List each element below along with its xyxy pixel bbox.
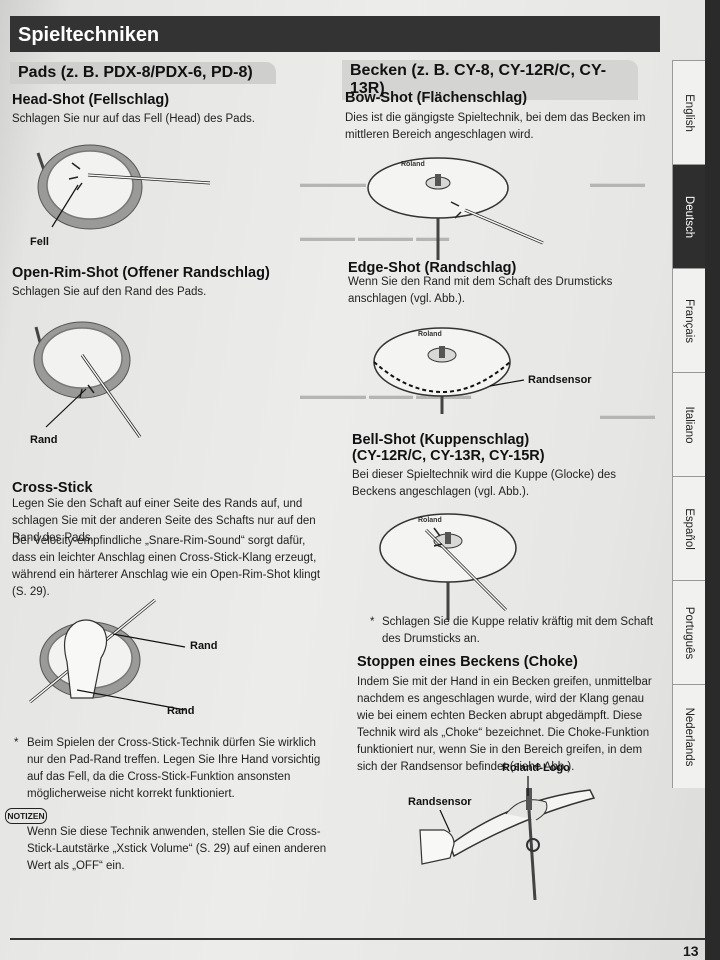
brand-logo: Roland [418, 517, 442, 524]
background-edge [705, 0, 720, 960]
head-shot-label: Fell [30, 236, 49, 248]
show-through: ▬▬▬▬▬ [600, 410, 655, 422]
edge-shot-text: Wenn Sie den Rand mit dem Schaft des Dru… [348, 276, 613, 305]
edge-shot-label: Randsensor [528, 374, 592, 386]
bell-shot-subtitle: (CY-12R/C, CY-13R, CY-15R) [352, 448, 545, 464]
tab-espanol[interactable]: Español [672, 476, 705, 580]
page-title: Spieltechniken [10, 16, 660, 52]
cross-stick-label-bottom: Rand [167, 705, 195, 717]
cross-stick-text-2: Der Velocity-empfindliche „Snare-Rim-Sou… [12, 535, 321, 598]
edge-shot-title: Edge-Shot (Randschlag) [348, 260, 517, 276]
cross-stick-label-top: Rand [190, 640, 218, 652]
language-tabs: English Deutsch Français Italiano Españo… [672, 60, 705, 890]
cross-stick-illustration [29, 598, 186, 711]
choke-title: Stoppen eines Beckens (Choke) [357, 654, 578, 670]
section-title-cymbals: Becken (z. B. CY-8, CY-12R/C, CY-13R) [342, 60, 638, 100]
notice-badge: NOTIZEN [5, 808, 47, 824]
page-number: 13 [683, 943, 699, 959]
head-shot-text: Schlagen Sie nur auf das Fell (Head) des… [12, 113, 255, 125]
bow-shot-title: Bow-Shot (Flächenschlag) [345, 90, 528, 106]
head-shot-illustration [36, 144, 211, 230]
bell-shot-illustration: Roland [379, 513, 517, 620]
head-shot-title: Head-Shot (Fellschlag) [12, 92, 170, 108]
tab-deutsch[interactable]: Deutsch [672, 164, 705, 268]
cross-stick-title: Cross-Stick [12, 480, 93, 496]
show-through: ▬▬▬▬▬ [590, 178, 645, 190]
bell-shot-title: Bell-Shot (Kuppenschlag) [352, 432, 530, 448]
bow-shot-text: Dies ist die gängigste Spieltechnik, bei… [345, 112, 646, 141]
edge-shot-illustration: Roland [373, 327, 525, 414]
show-through: ▬▬▬▬▬ ▬▬▬▬▬ ▬▬▬ [300, 232, 450, 244]
section-title-pads: Pads (z. B. PDX-8/PDX-6, PD-8) [10, 62, 276, 84]
choke-illustration [419, 776, 596, 900]
open-rim-title: Open-Rim-Shot (Offener Randschlag) [12, 265, 270, 281]
brand-logo: Roland [418, 331, 442, 338]
bell-shot-text: Bei dieser Spieltechnik wird die Kuppe (… [352, 469, 616, 498]
brand-logo: Roland [401, 161, 425, 168]
open-rim-illustration [33, 321, 142, 438]
cross-stick-text-1: Legen Sie den Schaft auf einer Seite des… [12, 498, 316, 544]
choke-text: Indem Sie mit der Hand in ein Becken gre… [357, 676, 652, 773]
notice-text: Wenn Sie diese Technik anwenden, stellen… [27, 826, 327, 872]
choke-label-logo: Roland-Logo [502, 762, 570, 774]
bullet-icon: * [370, 616, 375, 628]
choke-label-sensor: Randsensor [408, 796, 472, 808]
cross-stick-note: Beim Spielen der Cross-Stick-Technik dür… [27, 737, 321, 800]
tab-francais[interactable]: Français [672, 268, 705, 372]
tab-italiano[interactable]: Italiano [672, 372, 705, 476]
tab-nederlands[interactable]: Nederlands [672, 684, 705, 788]
bell-shot-note: Schlagen Sie die Kuppe relativ kräftig m… [382, 616, 654, 645]
bow-shot-illustration: Roland [367, 157, 544, 260]
footer-rule [10, 938, 705, 940]
open-rim-text: Schlagen Sie auf den Rand des Pads. [12, 286, 207, 298]
tab-portugues[interactable]: Português [672, 580, 705, 684]
open-rim-label: Rand [30, 434, 58, 446]
tab-english[interactable]: English [672, 60, 705, 164]
bullet-icon: * [14, 737, 19, 749]
